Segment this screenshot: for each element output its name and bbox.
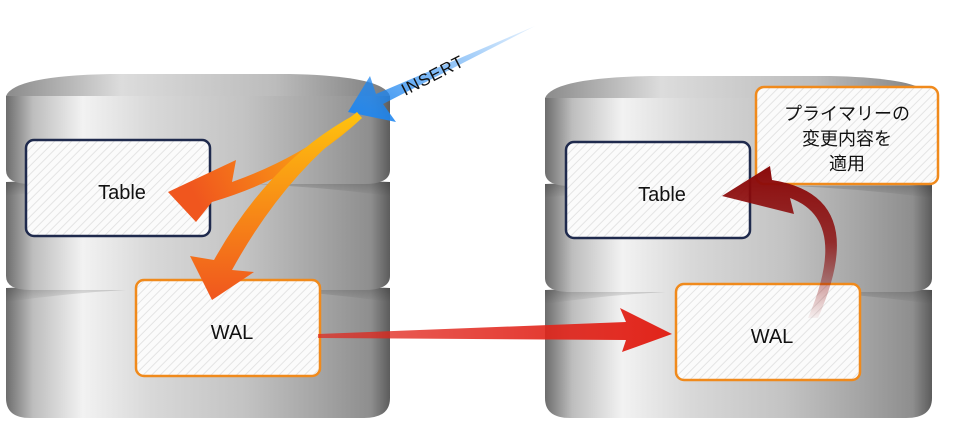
standby-apply-note: プライマリーの 変更内容を 適用 (754, 85, 940, 186)
standby-wal-box: WAL (674, 282, 862, 382)
primary-wal-box: WAL (134, 278, 322, 378)
standby-table-label: Table (638, 184, 686, 206)
standby-table-box: Table (564, 140, 752, 240)
primary-table-label: Table (98, 182, 146, 204)
primary-wal-label: WAL (211, 322, 254, 344)
insert-to-wal-arrow (190, 114, 362, 300)
insert-arrow (348, 26, 535, 122)
wal-apply-arrow (722, 166, 837, 318)
wal-replication-arrow (318, 308, 672, 352)
note-line-1: プライマリーの (784, 104, 910, 125)
note-line-2: 変更内容を (802, 129, 892, 150)
primary-table-box: Table (24, 138, 212, 238)
insert-to-table-arrow (168, 112, 362, 222)
note-line-3: 適用 (829, 154, 865, 175)
insert-label: INSERT (398, 52, 467, 100)
standby-wal-label: WAL (751, 326, 794, 348)
